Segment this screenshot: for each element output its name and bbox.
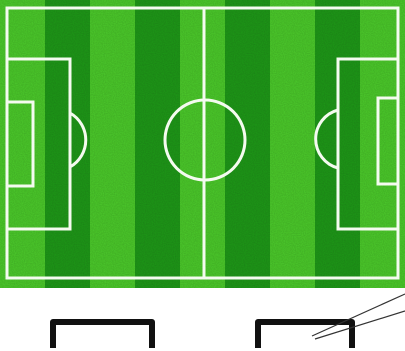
right-goal-net-lines bbox=[312, 294, 405, 339]
right-goal-frame bbox=[258, 322, 352, 348]
grass-stripe bbox=[90, 0, 136, 288]
grass-stripe bbox=[225, 0, 271, 288]
grass-stripe bbox=[45, 0, 91, 288]
right-goal bbox=[258, 322, 352, 348]
grass-stripe bbox=[270, 0, 316, 288]
grass-stripe bbox=[135, 0, 181, 288]
left-goal bbox=[53, 322, 152, 348]
football-pitch bbox=[0, 0, 405, 288]
left-goal-frame bbox=[53, 322, 152, 348]
